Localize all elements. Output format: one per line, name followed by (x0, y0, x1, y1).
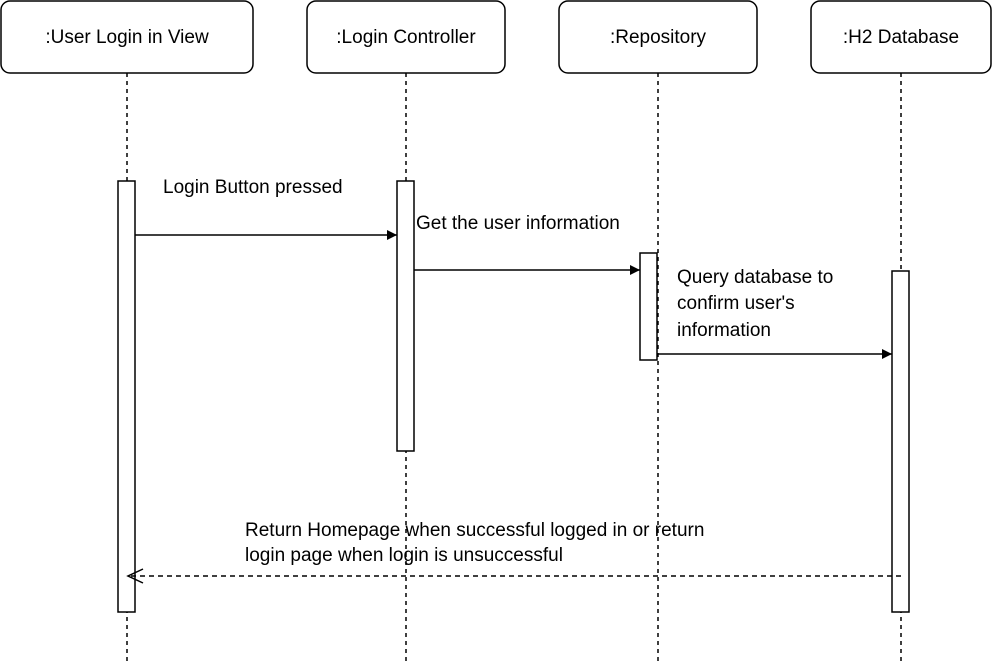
participant-view-label: :User Login in View (45, 27, 209, 48)
message-label-login-pressed: Login Button pressed (163, 177, 343, 198)
return-arrowhead-icon (126, 568, 144, 584)
activation-database (891, 270, 910, 613)
participant-view[interactable]: :User Login in View (0, 0, 254, 74)
message-label-return-line2: login page when login is unsuccessful (245, 545, 563, 566)
participant-controller[interactable]: :Login Controller (306, 0, 506, 74)
participant-database[interactable]: :H2 Database (810, 0, 992, 74)
activation-controller (396, 180, 415, 452)
message-label-query-database-line1: Query database to (677, 267, 833, 288)
message-label-query-database-line3: information (677, 320, 771, 341)
participant-repository-label: :Repository (610, 27, 707, 48)
message-label-get-user-info: Get the user information (416, 213, 620, 234)
participant-controller-label: :Login Controller (336, 27, 476, 48)
activation-view (117, 180, 136, 613)
message-label-return-line1: Return Homepage when successful logged i… (245, 520, 704, 541)
participant-database-label: :H2 Database (843, 27, 959, 48)
participant-repository[interactable]: :Repository (558, 0, 758, 74)
activation-repository (639, 252, 658, 361)
message-label-query-database-line2: confirm user's (677, 293, 795, 314)
